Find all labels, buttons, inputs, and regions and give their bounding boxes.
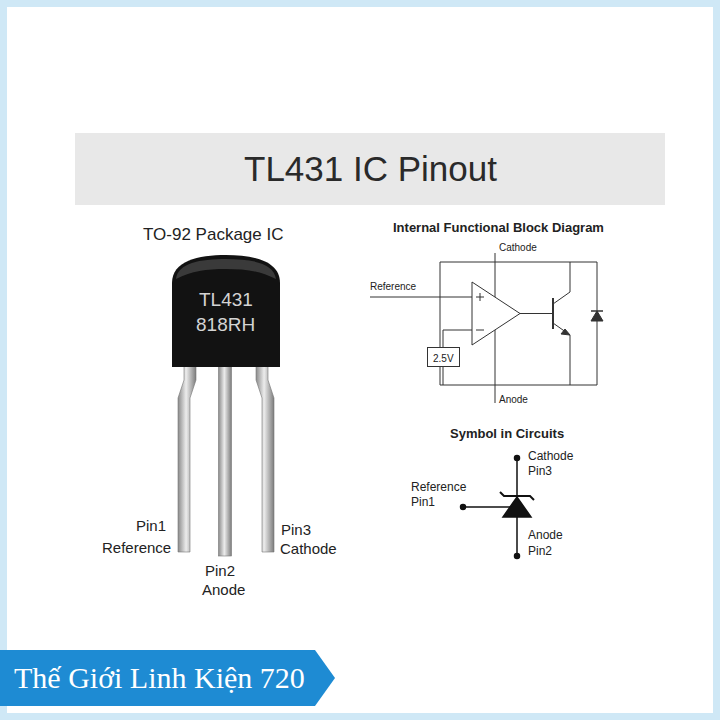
section-heading: TO-92 Package IC: [143, 225, 283, 245]
terminal-name: Reference: [370, 281, 416, 293]
lead-pin2: [219, 362, 232, 556]
ic-top-highlight: [176, 259, 276, 279]
watermark-banner: [0, 650, 335, 706]
voltage-reference-box: 2.5V: [427, 347, 460, 367]
terminal-dot: [515, 456, 520, 461]
terminal-name: Cathode: [528, 450, 573, 464]
circuit-symbol: [461, 456, 535, 559]
transistor-base: [552, 298, 554, 329]
pin-name: Anode: [202, 581, 245, 598]
ic-leads: [178, 362, 274, 556]
terminal-dot: [515, 554, 520, 559]
section-heading: Symbol in Circuits: [450, 427, 564, 442]
watermark-banner: Thế Giới Linh Kiện 720: [0, 650, 335, 706]
terminal-name: Cathode: [499, 242, 537, 254]
ic-marking: TL431: [199, 289, 253, 311]
pin-name: Cathode: [280, 540, 337, 557]
opamp-output-wire: [520, 313, 553, 314]
reference-wire: [463, 506, 510, 508]
terminal-name: Reference: [411, 481, 466, 495]
opamp-symbol: [472, 282, 520, 345]
section-heading: Internal Functional Block Diagram: [393, 221, 604, 236]
title-text: TL431 IC Pinout: [244, 149, 497, 189]
pin-number: Pin2: [528, 545, 552, 559]
pin-number: Pin3: [528, 465, 552, 479]
plus-sign: [476, 293, 484, 301]
title-band: TL431 IC Pinout: [75, 133, 665, 205]
reference-wire: [370, 297, 472, 298]
ic-marking: 818RH: [196, 314, 255, 336]
pin-number: Pin3: [281, 521, 311, 538]
pin-number: Pin1: [136, 517, 166, 534]
watermark-text: Thế Giới Linh Kiện 720: [14, 661, 305, 696]
cathode-bar: [500, 492, 534, 500]
diode-symbol: [591, 311, 603, 321]
lead-pin3: [256, 362, 274, 552]
anode-stub: [495, 385, 496, 403]
opamp-supply: [495, 262, 496, 385]
minus-sign: [476, 330, 484, 331]
block-outline: [440, 262, 597, 385]
transistor-emitter: [553, 323, 570, 385]
lead-pin1: [178, 362, 196, 552]
ic-body: TL431 818RH: [170, 253, 282, 367]
block-diagram: [370, 253, 603, 403]
pin-number: Pin1: [411, 496, 435, 510]
page-frame: [4, 4, 717, 717]
terminal-name: Anode: [528, 529, 563, 543]
pin-number: Pin2: [205, 562, 235, 579]
cathode-stub: [495, 253, 496, 262]
voltage-value: 2.5V: [428, 350, 459, 368]
ic-body: [172, 255, 280, 367]
pin-name: Reference: [102, 539, 171, 556]
diode-bar: [591, 310, 603, 312]
transistor-collector: [553, 262, 570, 304]
terminal-name: Anode: [499, 394, 528, 406]
emitter-arrow: [561, 329, 570, 335]
